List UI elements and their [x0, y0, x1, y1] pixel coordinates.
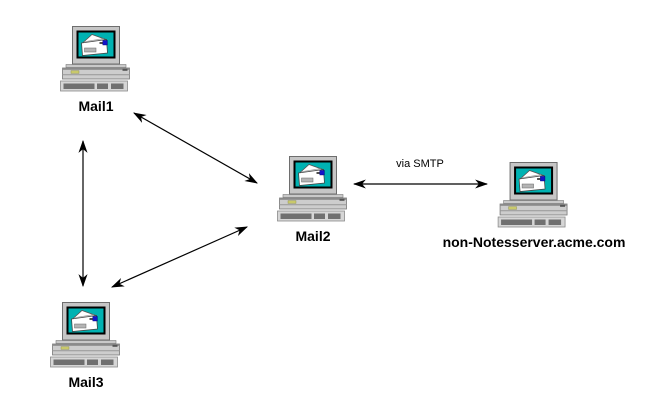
mail-server-pc-icon [277, 156, 349, 222]
mail-server-pc-icon [498, 162, 570, 228]
mail-server-pc-icon [60, 26, 132, 92]
node-mail1: Mail1 [60, 26, 132, 114]
node-label-mail2: Mail2 [295, 228, 331, 244]
node-label-mail1: Mail1 [78, 98, 114, 114]
node-nonnotes-server: non-Notesserver.acme.com [442, 162, 626, 250]
node-label-nonnotes-server: non-Notesserver.acme.com [442, 234, 626, 250]
mail-server-pc-icon [50, 302, 122, 368]
edge-mail1-mail2 [133, 112, 258, 184]
edge-mail3-mail2 [111, 226, 248, 288]
node-mail2: Mail2 [277, 156, 349, 244]
node-label-mail3: Mail3 [68, 374, 104, 390]
node-mail3: Mail3 [50, 302, 122, 390]
edge-label-via-smtp: via SMTP [396, 158, 444, 170]
